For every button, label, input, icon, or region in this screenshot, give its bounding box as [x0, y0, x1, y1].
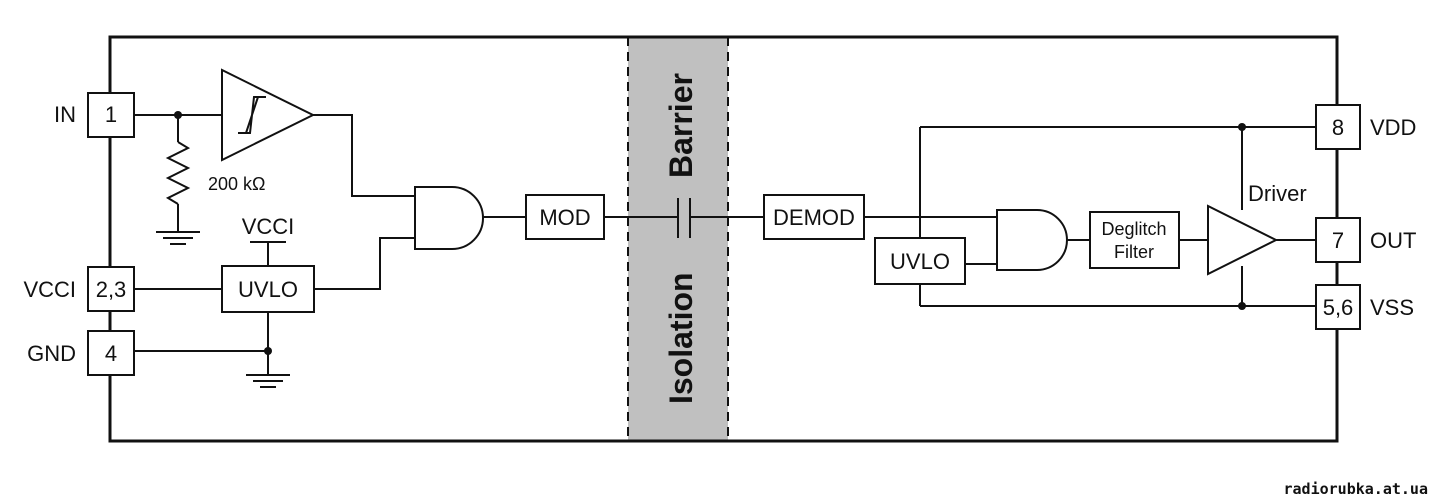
- ground-icon: [156, 231, 200, 245]
- uvlo-right-label: UVLO: [890, 249, 950, 274]
- pin-gnd-box: [87, 330, 135, 376]
- and-gate-left: [414, 186, 484, 250]
- isolation-label: Isolation: [663, 272, 699, 404]
- junction-gnd: [264, 347, 272, 355]
- and-gate-right: [996, 209, 1068, 271]
- pin-vcci-number: 2,3: [96, 277, 127, 302]
- deglitch-label-line2: Filter: [1114, 242, 1154, 262]
- pin-in-number: 1: [105, 102, 117, 127]
- uvlo-left-label: UVLO: [238, 277, 298, 302]
- pin-vdd-name: VDD: [1370, 115, 1416, 140]
- hysteresis-icon: [238, 96, 266, 134]
- demod-label: DEMOD: [773, 205, 855, 230]
- deglitch-label-line1: Deglitch: [1101, 219, 1166, 239]
- pin-out-number: 7: [1332, 228, 1344, 253]
- resistor-icon: [165, 141, 191, 205]
- pin-gnd-number: 4: [105, 341, 117, 366]
- ground-icon: [246, 374, 290, 388]
- resistor-value: 200 kΩ: [208, 174, 266, 194]
- schmitt-trigger-buffer: [221, 68, 316, 162]
- pin-vss-number: 5,6: [1323, 295, 1354, 320]
- pin-in-name: IN: [54, 102, 76, 127]
- pin-vcci-box: [87, 266, 135, 312]
- pin-out-box: [1315, 217, 1361, 263]
- pin-vcci-name: VCCI: [23, 277, 76, 302]
- pin-vdd-box: [1315, 104, 1361, 150]
- pin-gnd-name: GND: [27, 341, 76, 366]
- barrier-label: Barrier: [663, 73, 699, 178]
- isolation-barrier: [628, 37, 728, 441]
- vcci-supply-label: VCCI: [242, 214, 295, 239]
- mod-label: MOD: [539, 205, 590, 230]
- driver-buffer: [1207, 204, 1279, 276]
- driver-label: Driver: [1248, 181, 1307, 206]
- uvlo-right-block: [874, 237, 966, 285]
- pin-vss-name: VSS: [1370, 295, 1414, 320]
- demod-block: [763, 194, 865, 240]
- deglitch-filter-block: [1089, 211, 1180, 269]
- watermark: radiorubka.at.ua: [1284, 480, 1429, 498]
- pin-vdd-number: 8: [1332, 115, 1344, 140]
- pin-out-name: OUT: [1370, 228, 1416, 253]
- pin-vss-box: [1315, 284, 1361, 330]
